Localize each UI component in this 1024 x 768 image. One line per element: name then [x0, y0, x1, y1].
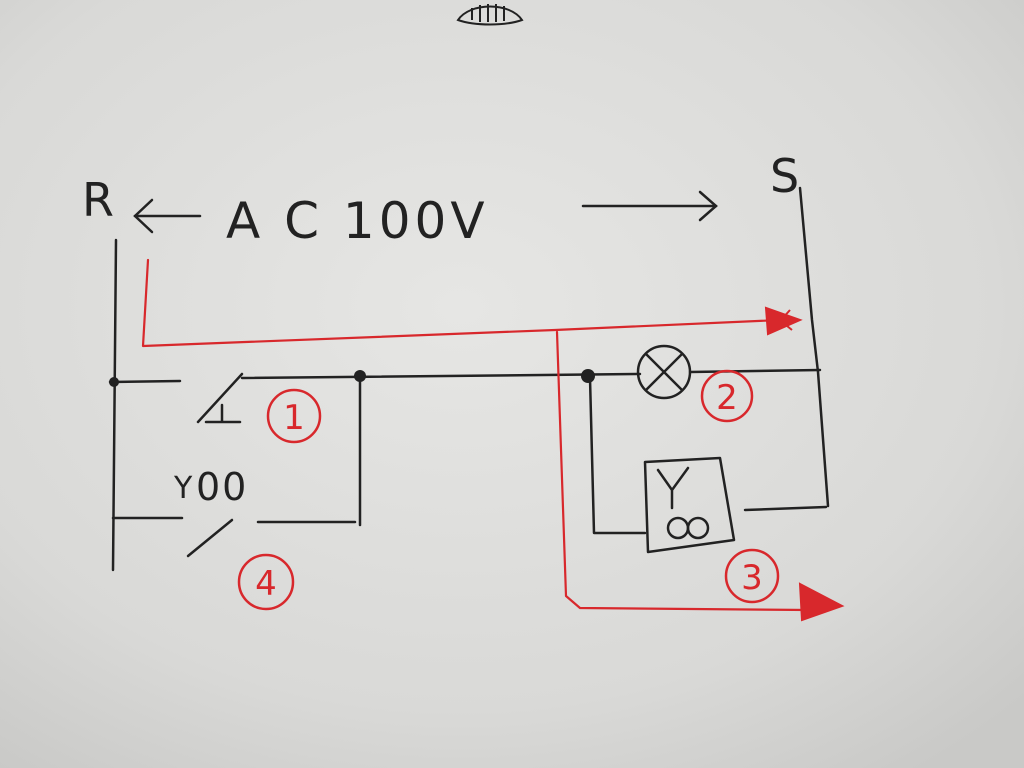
terminal-r-label: R: [82, 173, 114, 227]
arrow-left-icon: [133, 198, 202, 234]
supply-voltage-label: A C 100V: [226, 192, 489, 250]
lamp-icon: [636, 344, 692, 400]
svg-text:3: 3: [741, 558, 763, 598]
relay-box: [643, 456, 736, 554]
svg-text:4: 4: [255, 564, 277, 604]
marker-4: 4: [237, 553, 295, 611]
top-doodle-icon: [456, 4, 524, 26]
red-arrowhead-top-icon: [764, 306, 803, 336]
svg-text:2: 2: [716, 378, 738, 418]
terminal-s-label: S: [770, 149, 799, 203]
red-arrowhead-bottom-icon: [798, 582, 845, 622]
marker-2: 2: [700, 369, 754, 423]
svg-text:1: 1: [283, 398, 305, 438]
junction-dots: [109, 369, 595, 387]
marker-1: 1: [266, 388, 322, 444]
red-wiring: [141, 258, 810, 612]
relay-coil-symbol: Y: [173, 471, 193, 506]
marker-3: 3: [724, 548, 780, 604]
black-wiring: [108, 186, 830, 572]
arrow-right-icon: [581, 190, 718, 222]
relay-contact-symbol: 00: [196, 465, 248, 509]
